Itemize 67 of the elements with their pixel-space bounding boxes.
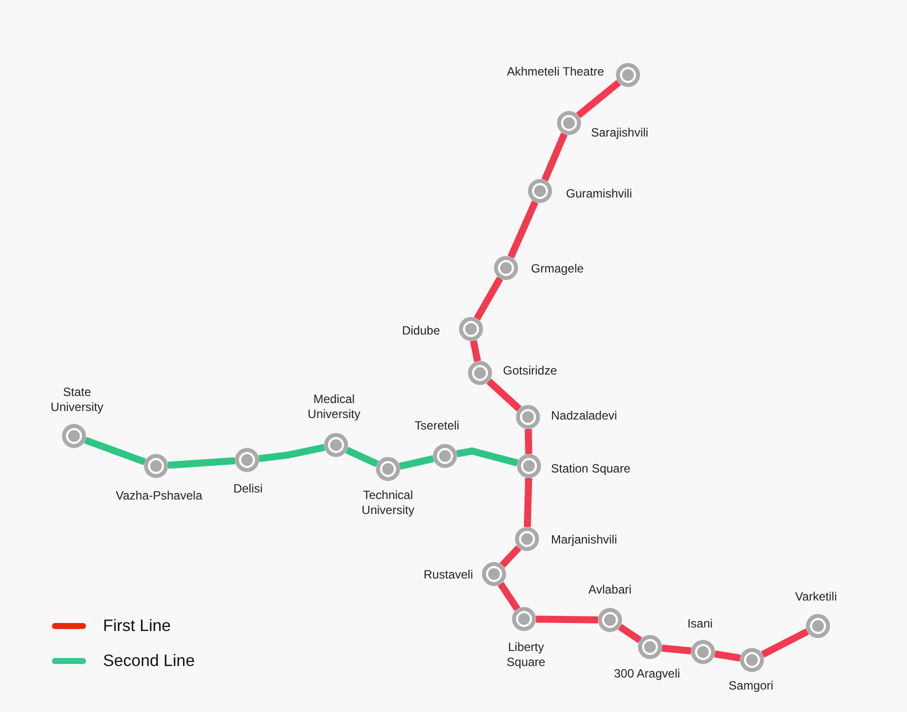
station-marker-icon: [459, 317, 483, 341]
metro-line: [500, 545, 522, 568]
metro-line: [168, 457, 236, 469]
metro-line: [524, 478, 532, 528]
metro-line: [508, 200, 538, 258]
station-label: Nadzaladevi: [551, 408, 618, 424]
station-marker-icon: [638, 635, 662, 659]
station-label: Tsereteli: [414, 418, 460, 434]
station-marker-icon: [324, 433, 348, 457]
station-marker-icon: [512, 607, 536, 631]
station-marker-icon: [516, 405, 540, 429]
station-label: Avlabari: [588, 582, 632, 598]
metro-line: [486, 378, 522, 412]
station-label: Varketili: [795, 590, 837, 604]
station-marker-icon: [235, 448, 259, 472]
station-label: Technical University: [362, 488, 414, 518]
station-marker-icon: [528, 179, 552, 203]
station-marker-icon: [517, 454, 541, 478]
station-marker-icon: [494, 256, 518, 280]
station-label: Medical University: [308, 392, 360, 422]
metro-line: [662, 644, 692, 654]
metro-line: [474, 276, 504, 320]
metro-line: [524, 428, 532, 454]
station-marker-icon: [740, 648, 764, 672]
station-label: Akhmeteli Theatre: [506, 64, 604, 80]
station-marker-icon: [616, 63, 640, 87]
station-label: Samgori: [728, 678, 774, 694]
station-marker-icon: [433, 444, 457, 468]
station-label: Gotsiridze: [503, 364, 558, 378]
station-label: Marjanishvili: [551, 532, 618, 548]
legend-label: First Line: [103, 616, 171, 636]
station-label: Didube: [402, 324, 440, 338]
station-marker-icon: [468, 361, 492, 385]
station-label: Rustaveli: [424, 568, 473, 582]
station-label: 300 Aragveli: [614, 666, 680, 682]
station-label: Station Square: [551, 462, 630, 476]
metro-line: [470, 340, 482, 362]
metro-line: [761, 628, 809, 658]
station-marker-icon: [376, 457, 400, 481]
station-marker-icon: [515, 527, 539, 551]
station-marker-icon: [598, 608, 622, 632]
station-label: Isani: [687, 616, 713, 632]
station-marker-icon: [144, 454, 168, 478]
station-label: Sarajishvili: [591, 126, 648, 140]
metro-line: [714, 650, 741, 662]
metro-line: [541, 132, 568, 182]
station-marker-icon: [557, 111, 581, 135]
metro-line: [84, 436, 146, 466]
station-label: Vazha-Pshavela: [116, 488, 202, 504]
metro-line: [498, 582, 520, 611]
station-label: Delisi: [233, 482, 263, 496]
metro-line: [576, 80, 621, 118]
metro-line: [618, 624, 642, 644]
metro-line: [456, 448, 518, 466]
metro-line: [536, 616, 598, 624]
station-label: Grmagele: [531, 262, 584, 276]
station-label: Guramishvili: [566, 186, 632, 202]
metro-line: [398, 455, 434, 470]
station-label: State University: [50, 385, 104, 415]
station-label: Liberty Square: [506, 640, 546, 670]
station-marker-icon: [806, 614, 830, 638]
station-marker-icon: [691, 640, 715, 664]
metro-line: [345, 446, 379, 468]
metro-line: [258, 444, 325, 462]
station-marker-icon: [62, 424, 86, 448]
station-marker-icon: [482, 562, 506, 586]
legend-label: Second Line: [103, 651, 195, 671]
